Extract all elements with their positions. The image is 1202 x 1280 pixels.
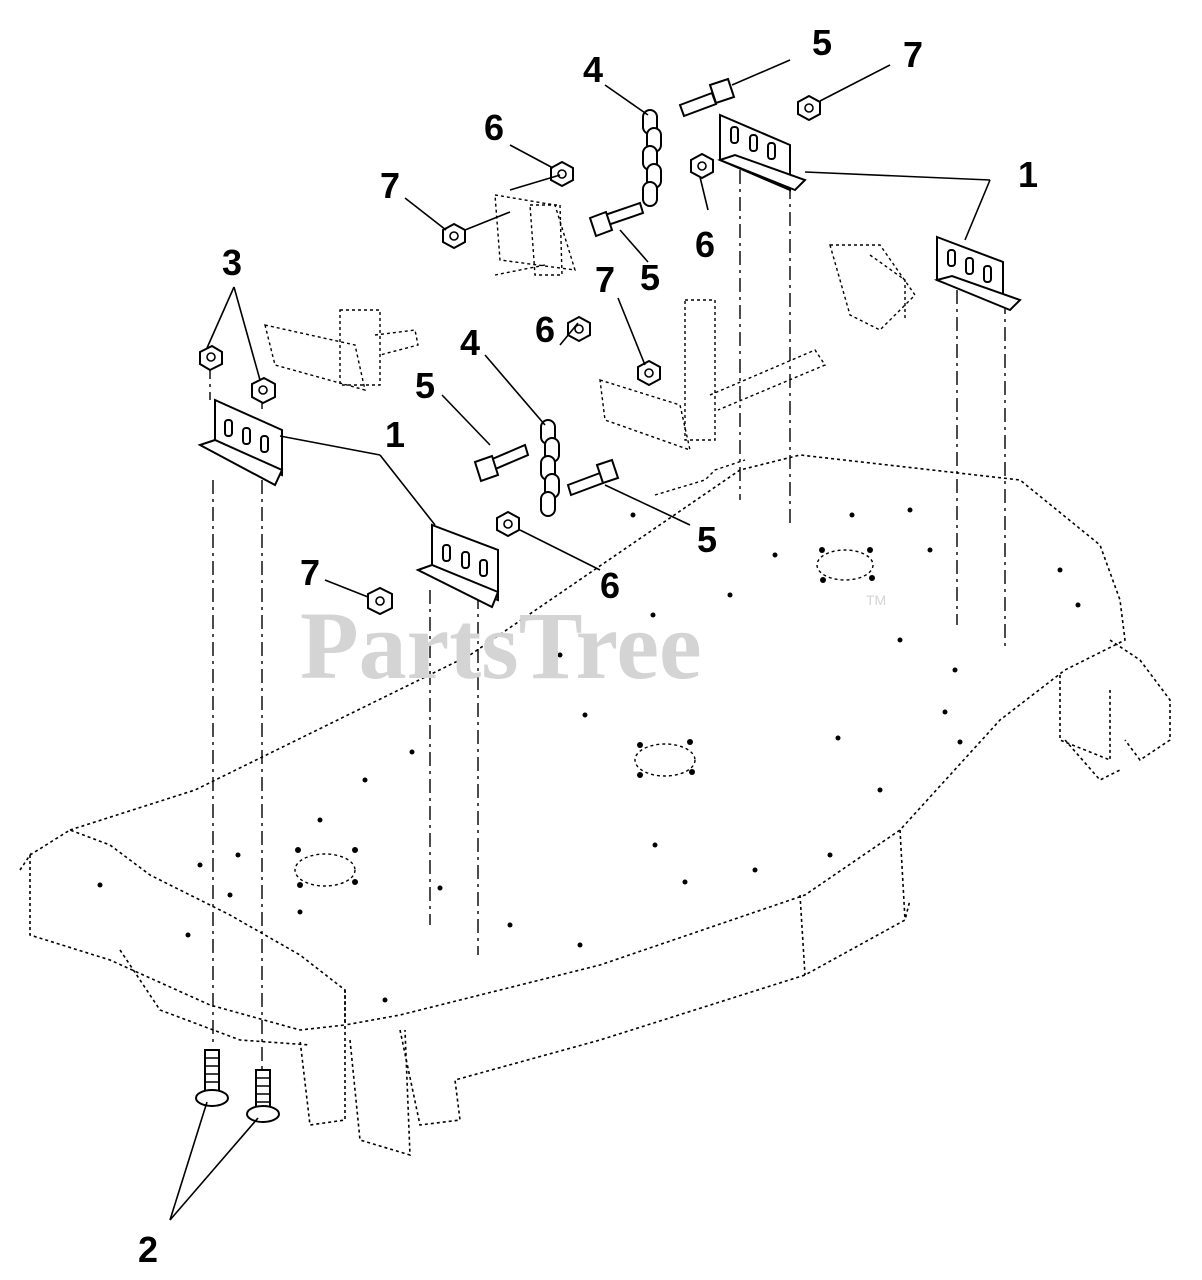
ghost-pivot-brackets (264, 194, 916, 496)
bracket-far-right (933, 235, 1022, 312)
callout-3: 3 (222, 242, 242, 283)
lock-nut-3a (199, 344, 223, 372)
bracket-upper-right (717, 113, 807, 192)
callout-1-far-right: 1 (1018, 154, 1038, 195)
watermark: PartsTree TM (300, 592, 886, 699)
bolt-middle (473, 443, 530, 483)
bracket-center (415, 523, 500, 609)
callout-5-upper: 5 (640, 257, 660, 298)
bracket-left (197, 398, 284, 487)
nut-7-left (442, 222, 466, 250)
nut-6-middle (567, 315, 591, 343)
alignment-lines (209, 170, 1006, 1075)
callout-4-middle: 4 (460, 322, 480, 363)
callout-5-lower: 5 (697, 519, 717, 560)
nut-7-middle (637, 359, 661, 387)
bolt-top (678, 77, 736, 118)
lock-nut-3b (251, 376, 276, 405)
leader-lines (169, 59, 991, 1221)
carriage-bolt-left (195, 1049, 229, 1107)
callout-4-top: 4 (583, 49, 603, 90)
callout-6-right: 6 (695, 224, 715, 265)
nut-6-right (690, 152, 714, 180)
callout-6-middle: 6 (535, 309, 555, 350)
callout-7-top: 7 (903, 34, 923, 75)
watermark-text: PartsTree (300, 592, 702, 699)
nut-6-top (550, 160, 574, 188)
deck-openings (97, 507, 1081, 1003)
callout-7-left: 7 (380, 165, 400, 206)
callout-7-lower: 7 (300, 552, 320, 593)
watermark-trademark: TM (866, 592, 886, 608)
nuts (199, 94, 821, 616)
carriage-bolt-right (246, 1069, 280, 1123)
callout-5-left: 5 (415, 365, 435, 406)
callout-5-top: 5 (812, 22, 832, 63)
callout-6-lower: 6 (600, 565, 620, 606)
chain-upper (642, 109, 662, 207)
callout-2: 2 (138, 1229, 158, 1270)
bolt-upper-left (588, 201, 645, 238)
callouts: 1 1 2 3 4 4 5 5 5 5 6 6 6 6 7 7 7 7 1 (138, 22, 1038, 1270)
mower-deck (19, 454, 1171, 1157)
callout-6-top: 6 (484, 107, 504, 148)
bolt-right (566, 458, 620, 497)
nut-7-top (797, 94, 821, 122)
callout-7-middle: 7 (595, 259, 615, 300)
nut-7-lower (367, 586, 393, 616)
nut-6-lower (496, 510, 520, 538)
callout-1-left: 1 (385, 414, 405, 455)
chain-lower (540, 419, 560, 517)
